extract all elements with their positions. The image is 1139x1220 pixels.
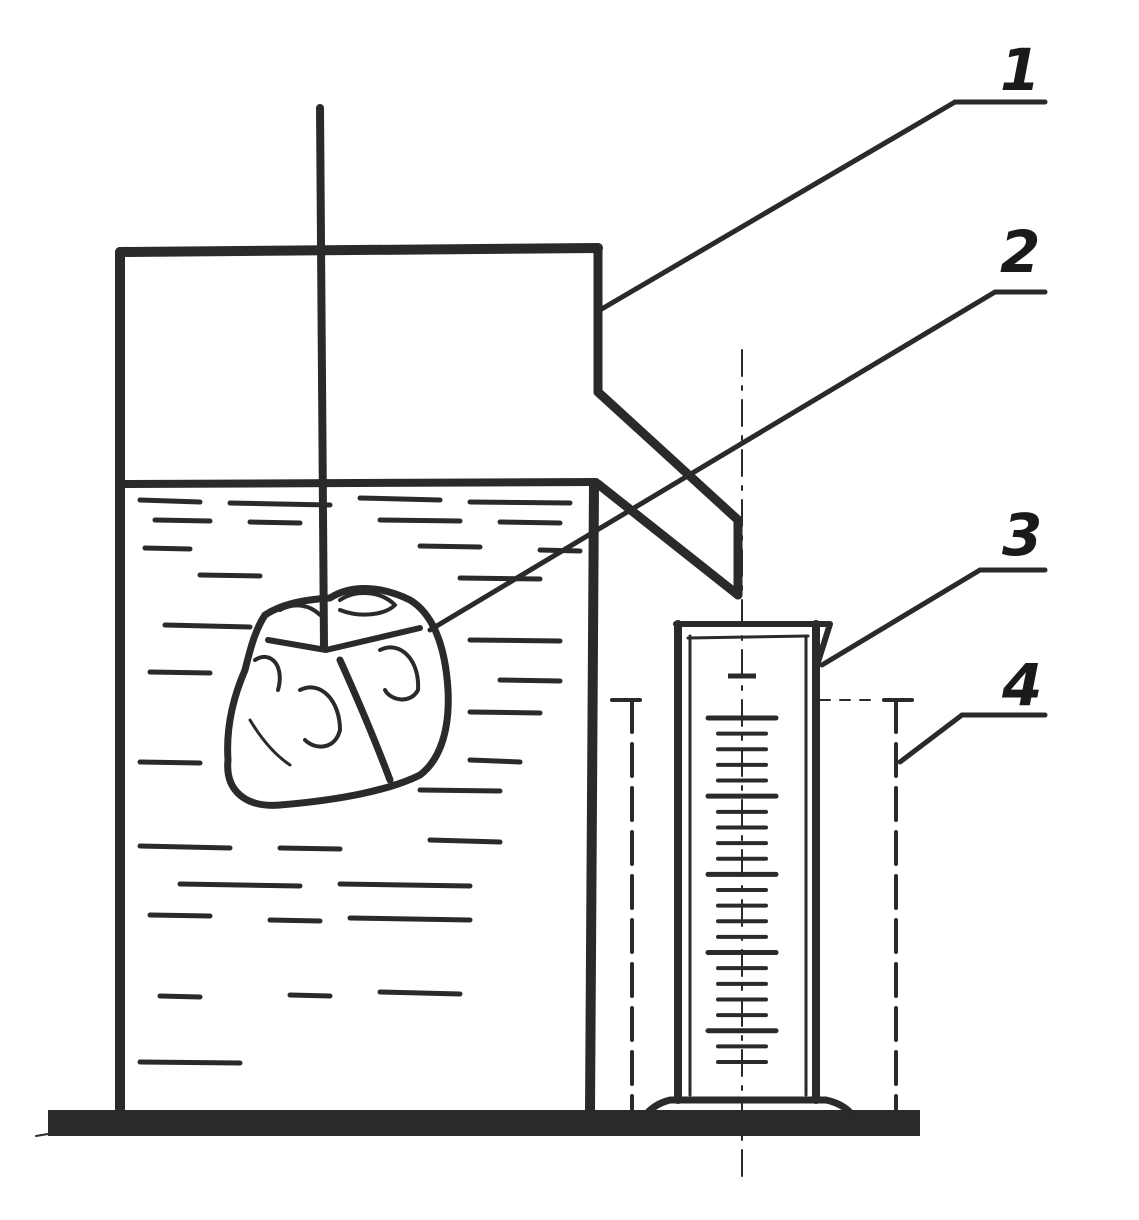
water-ripple-dash <box>147 912 213 919</box>
water-ripple-dash <box>377 989 463 997</box>
callout-4: 4 <box>897 651 1048 765</box>
water-ripple-dash <box>267 917 323 924</box>
callout-2-number: 2 <box>1000 218 1040 286</box>
water-ripple-dash <box>147 669 213 676</box>
overflow-vessel <box>115 243 743 1117</box>
water-ripple-dash <box>427 837 503 845</box>
callout-2: 2 <box>427 218 1048 633</box>
water-ripple-dash <box>417 787 503 794</box>
water-ripple-dash <box>137 1059 243 1066</box>
water-ripple-dash <box>162 622 253 630</box>
water-ripple-dash <box>277 845 343 852</box>
graduated-cylinder <box>638 349 860 1181</box>
water-ripple-dash <box>347 915 473 923</box>
callout-1-number: 1 <box>1000 36 1040 104</box>
callout-3: 3 <box>819 501 1048 668</box>
water-ripple-dash <box>497 519 563 526</box>
water-ripple-dash <box>137 843 233 851</box>
water-ripple-dash <box>457 575 543 582</box>
water-ripple-dash <box>417 543 483 550</box>
water-ripple-dash <box>377 517 463 524</box>
callout-4-number: 4 <box>1001 651 1042 719</box>
water-ripple-dash <box>157 993 203 1000</box>
water-ripple-dash <box>467 499 573 506</box>
water-ripple-dash <box>137 497 203 505</box>
water-ripple-dash <box>197 572 263 579</box>
water-ripple-dash <box>467 757 523 765</box>
rock-sample <box>224 585 452 809</box>
water-ripple-marks <box>137 495 583 1066</box>
water-ripple-dash <box>142 545 193 552</box>
water-ripple-dash <box>247 519 303 526</box>
water-ripple-dash <box>337 881 473 889</box>
water-ripple-dash <box>177 881 303 889</box>
callout-1: 1 <box>597 36 1048 313</box>
water-ripple-dash <box>467 709 543 716</box>
water-ripple-dash <box>227 500 333 508</box>
water-ripple-dash <box>467 637 563 644</box>
water-ripple-dash <box>137 759 203 766</box>
water-body <box>120 478 600 1066</box>
water-ripple-dash <box>497 677 563 684</box>
suspension-thread <box>316 104 328 652</box>
outer-container <box>610 698 914 1120</box>
water-ripple-dash <box>287 992 333 999</box>
cylinder-scale-ticks <box>705 673 779 1064</box>
water-ripple-dash <box>357 495 443 503</box>
water-ripple-dash <box>152 517 213 524</box>
callout-3-number: 3 <box>1002 501 1042 569</box>
